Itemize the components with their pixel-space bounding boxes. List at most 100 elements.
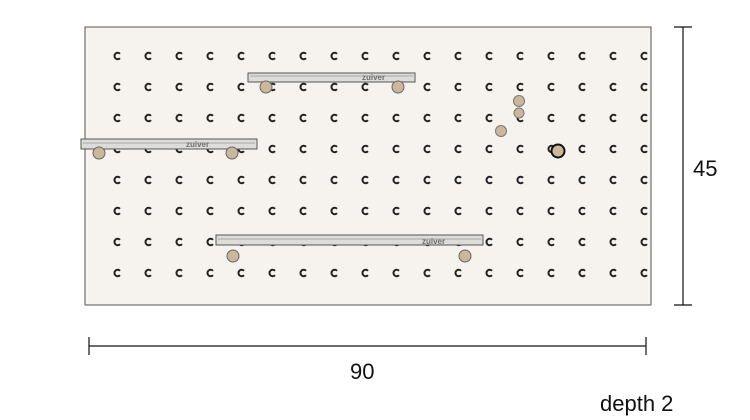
peg-hole: [330, 51, 338, 61]
peg-hole: [299, 175, 307, 185]
peg-hole: [299, 206, 307, 216]
peg-hole: [578, 237, 586, 247]
peg-hole: [516, 82, 524, 92]
peg-hole: [361, 144, 369, 154]
peg-hole: [547, 206, 555, 216]
peg-hole: [609, 82, 617, 92]
peg-hole: [361, 175, 369, 185]
peg-hole: [330, 113, 338, 123]
peg-hole: [392, 113, 400, 123]
peg-hole: [113, 237, 121, 247]
peg-hole: [423, 82, 431, 92]
peg-hole: [144, 175, 152, 185]
peg-hole: [113, 175, 121, 185]
peg-hole: [361, 51, 369, 61]
peg-hole: [516, 237, 524, 247]
peg-hole: [206, 82, 214, 92]
peg-hole: [299, 51, 307, 61]
peg-hole: [144, 113, 152, 123]
height-label: 45: [693, 156, 718, 181]
peg-hole: [423, 206, 431, 216]
peg-hole: [392, 175, 400, 185]
peg-hole: [268, 175, 276, 185]
peg-hole: [547, 175, 555, 185]
peg-hole: [237, 82, 245, 92]
peg-hole: [361, 113, 369, 123]
peg-hole: [237, 175, 245, 185]
peg-hole: [640, 113, 648, 123]
peg: [513, 107, 525, 119]
peg-hole: [361, 206, 369, 216]
peg-hole: [547, 237, 555, 247]
peg-hole: [330, 144, 338, 154]
peg-hole: [547, 268, 555, 278]
peg-hole: [640, 268, 648, 278]
peg-hole: [485, 113, 493, 123]
height-dimension-line: [674, 26, 692, 306]
peg-hole: [485, 144, 493, 154]
peg-hole: [454, 82, 462, 92]
peg-hole: [206, 237, 214, 247]
peg-hole: [175, 237, 183, 247]
width-label: 90: [350, 359, 375, 384]
peg-hole: [268, 113, 276, 123]
peg-hole: [330, 206, 338, 216]
peg-hole: [485, 206, 493, 216]
peg-hole: [237, 51, 245, 61]
peg-hole: [516, 175, 524, 185]
peg-hole: [206, 51, 214, 61]
bottom-shelf: zuiver: [215, 234, 484, 263]
peg-hole: [144, 51, 152, 61]
peg-hole: [144, 206, 152, 216]
peg-hole: [640, 51, 648, 61]
peg-hole: [454, 268, 462, 278]
peg-hole: [609, 206, 617, 216]
peg-hole: [485, 175, 493, 185]
peg-hole: [454, 51, 462, 61]
left-shelf-brand: zuiver: [186, 140, 209, 149]
peg-hole: [640, 82, 648, 92]
peg-hole: [454, 113, 462, 123]
peg-hole: [113, 268, 121, 278]
peg-hole: [454, 175, 462, 185]
peg-hole: [175, 113, 183, 123]
peg-hole: [609, 144, 617, 154]
top-shelf-brand: zuiver: [362, 73, 385, 82]
peg-hole: [144, 82, 152, 92]
peg-hole: [237, 206, 245, 216]
peg-hole: [609, 51, 617, 61]
peg-hole: [392, 144, 400, 154]
peg-hole: [268, 144, 276, 154]
peg-hole: [175, 51, 183, 61]
peg-hole: [485, 237, 493, 247]
peg-hole: [144, 268, 152, 278]
peg-hole: [423, 113, 431, 123]
pegboard-panel: [84, 26, 652, 306]
peg-hole: [175, 175, 183, 185]
peg-hole: [330, 268, 338, 278]
loose-pegs: [495, 95, 566, 159]
peg-hole: [547, 51, 555, 61]
peg-hole: [516, 144, 524, 154]
top-shelf: zuiver: [247, 72, 416, 94]
peg-hole: [144, 237, 152, 247]
peg-hole: [485, 268, 493, 278]
peg-hole: [609, 175, 617, 185]
peg-hole: [206, 175, 214, 185]
peg-hole: [516, 268, 524, 278]
peg-hole: [299, 82, 307, 92]
depth-label: depth 2: [600, 391, 674, 416]
peg-hole: [516, 51, 524, 61]
peg: [550, 143, 566, 159]
peg-hole: [237, 113, 245, 123]
peg-hole: [268, 51, 276, 61]
peg: [513, 95, 525, 107]
peg-hole: [578, 82, 586, 92]
peg-hole: [423, 175, 431, 185]
peg-hole: [299, 268, 307, 278]
peg-hole: [392, 206, 400, 216]
peg-hole: [609, 237, 617, 247]
peg-hole: [206, 113, 214, 123]
peg-hole: [454, 206, 462, 216]
